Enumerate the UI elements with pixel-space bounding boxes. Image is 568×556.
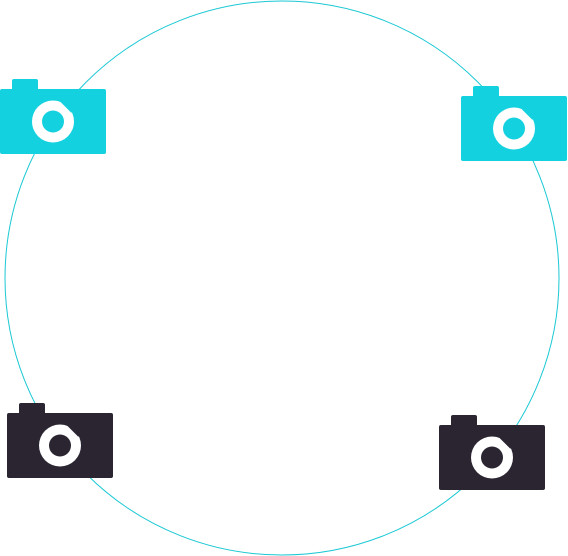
camera-icon-top-right xyxy=(461,86,567,161)
orbit-ring xyxy=(4,0,560,556)
camera-icon-top-left xyxy=(0,79,106,154)
camera-icon-bottom-right xyxy=(439,415,545,490)
camera-icon-bottom-left xyxy=(7,403,113,478)
